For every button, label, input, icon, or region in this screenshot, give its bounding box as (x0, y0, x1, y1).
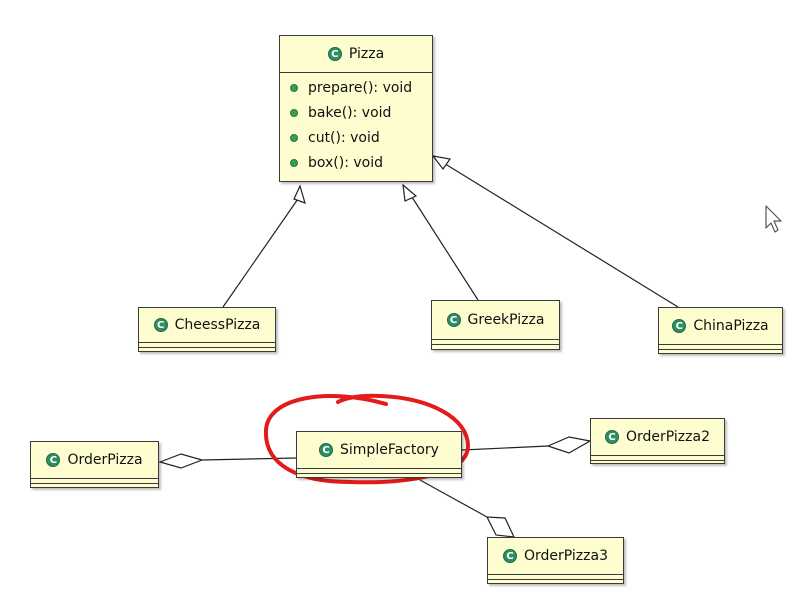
generalization-cheess-pizza (222, 184, 306, 308)
class-name: GreekPizza (467, 312, 545, 328)
method-label: prepare(): void (308, 79, 413, 96)
class-icon: C (46, 453, 61, 467)
class-name: OrderPizza2 (626, 429, 710, 445)
class-simple-factory[interactable]: C SimpleFactory (296, 431, 462, 478)
class-header: C CheessPizza (139, 308, 275, 342)
class-header: C GreekPizza (432, 301, 559, 339)
class-name: CheessPizza (174, 317, 261, 333)
aggregation-order-pizza (158, 453, 298, 469)
class-separator (591, 455, 724, 460)
method-label: cut(): void (308, 129, 380, 146)
method-icon (290, 158, 298, 167)
aggregation-order-pizza2 (461, 436, 592, 454)
class-name: ChinaPizza (693, 318, 769, 334)
method-label: box(): void (308, 154, 384, 171)
class-icon: C (672, 319, 687, 333)
class-icon: C (446, 313, 461, 327)
class-name: OrderPizza (67, 452, 143, 468)
method-icon (290, 108, 298, 117)
class-name: SimpleFactory (340, 442, 439, 458)
class-separator (31, 483, 158, 484)
method-label: bake(): void (308, 104, 392, 121)
class-separator (432, 339, 559, 344)
method-icon (290, 133, 298, 142)
class-cheess-pizza[interactable]: C CheessPizza (138, 307, 276, 352)
highlight-circle (263, 393, 470, 485)
class-separator (591, 460, 724, 461)
class-separator (488, 574, 623, 579)
method-icon (290, 83, 298, 92)
class-icon: C (503, 549, 517, 563)
method-item[interactable]: box(): void (280, 150, 432, 175)
class-separator (139, 342, 275, 347)
class-header: C OrderPizza (31, 442, 158, 478)
method-item[interactable]: prepare(): void (280, 75, 432, 100)
class-greek-pizza[interactable]: C GreekPizza (431, 300, 560, 350)
class-header: C SimpleFactory (297, 432, 461, 468)
class-icon: C (153, 318, 168, 332)
class-separator (297, 468, 461, 473)
class-china-pizza[interactable]: C ChinaPizza (658, 307, 783, 354)
class-icon: C (319, 443, 334, 457)
method-item[interactable]: cut(): void (280, 125, 432, 150)
class-header: C Pizza (280, 36, 432, 72)
cursor-icon (765, 205, 782, 233)
class-separator (139, 347, 275, 348)
class-name: Pizza (348, 46, 385, 62)
generalization-greek-pizza (402, 183, 479, 301)
class-separator (659, 349, 782, 350)
class-order-pizza2[interactable]: C OrderPizza2 (590, 418, 725, 464)
class-header: C ChinaPizza (659, 308, 782, 344)
class-icon: C (605, 430, 619, 444)
class-pizza[interactable]: C Pizza prepare(): void bake(): void cut… (279, 35, 433, 182)
class-header: C OrderPizza3 (488, 538, 623, 574)
method-item[interactable]: bake(): void (280, 100, 432, 125)
class-separator (659, 344, 782, 349)
class-separator (432, 344, 559, 345)
generalization-china-pizza (431, 155, 679, 308)
class-order-pizza[interactable]: C OrderPizza (30, 441, 159, 488)
class-name: OrderPizza3 (524, 548, 608, 564)
class-separator (31, 478, 158, 483)
aggregation-order-pizza3 (419, 479, 516, 538)
class-order-pizza3[interactable]: C OrderPizza3 (487, 537, 624, 584)
class-separator (297, 473, 461, 474)
class-separator (488, 579, 623, 580)
class-separator: prepare(): void bake(): void cut(): void… (280, 72, 432, 175)
class-icon: C (327, 47, 342, 61)
class-header: C OrderPizza2 (591, 419, 724, 455)
